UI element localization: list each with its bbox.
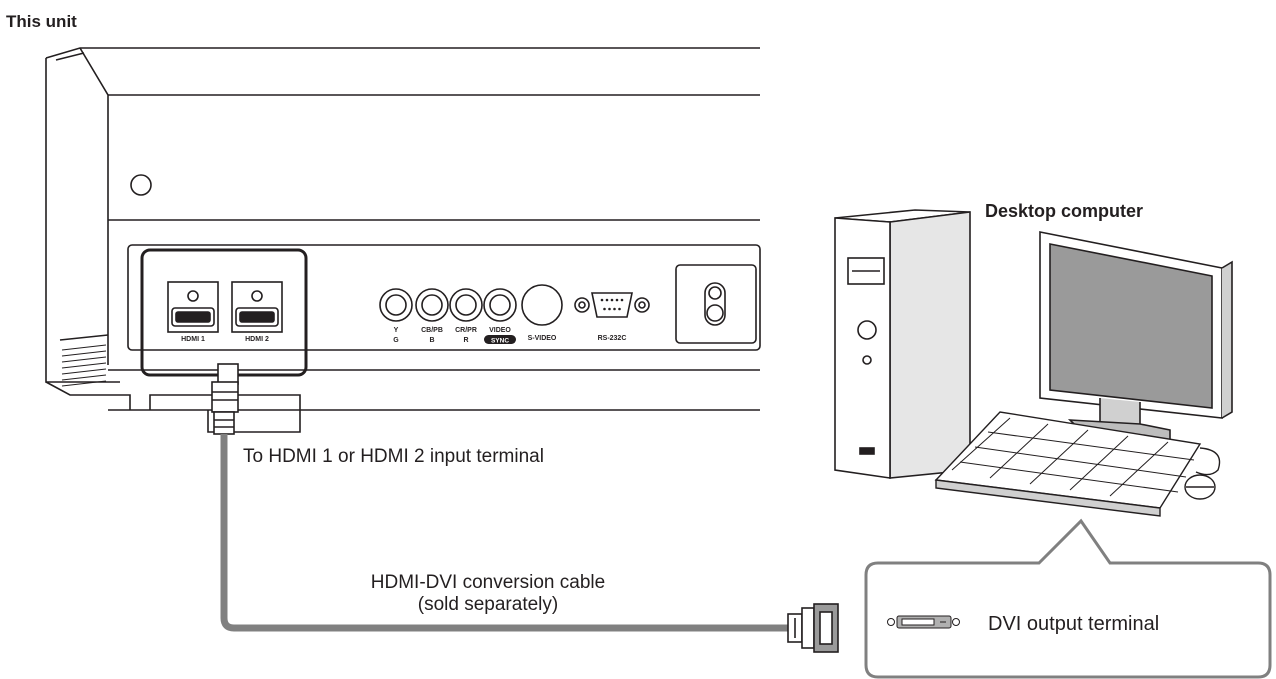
hdmi1-label: HDMI 1 — [181, 336, 205, 343]
dvi-callout — [864, 518, 1272, 679]
screw-hole — [130, 174, 152, 196]
hdmi2-label: HDMI 2 — [245, 336, 269, 343]
rs232c-label: RS-232C — [598, 335, 627, 342]
dvi-output-label: DVI output terminal — [988, 613, 1159, 635]
pc-monitor — [1039, 231, 1233, 447]
r-label: R — [463, 337, 468, 344]
sync-badge — [484, 335, 516, 344]
hdmi-input-label: To HDMI 1 or HDMI 2 input terminal — [243, 446, 544, 467]
cr-jack — [449, 288, 483, 322]
video-jack — [483, 288, 517, 322]
cb-jack — [415, 288, 449, 322]
cable-sold-label: (sold separately) — [418, 594, 558, 615]
hdmi2-port — [231, 281, 283, 333]
rs232c-port — [574, 292, 650, 318]
cr-label: CR/PR — [455, 327, 477, 334]
vent-grille — [61, 344, 107, 387]
hdmi-dvi-cable — [220, 434, 790, 632]
pc-tower — [834, 209, 971, 479]
cable-name-label: HDMI-DVI conversion cable — [371, 572, 605, 593]
s-video-jack — [521, 284, 563, 326]
y-label: Y — [394, 327, 399, 334]
pc-keyboard — [934, 411, 1202, 517]
dvi-plug — [787, 603, 839, 653]
hdmi-plug — [211, 363, 239, 435]
sync-label: SYNC — [491, 338, 509, 345]
b-label: B — [429, 337, 434, 344]
dvi-port-icon — [887, 615, 960, 629]
video-label: VIDEO — [489, 327, 511, 334]
y-jack — [379, 288, 413, 322]
g-label: G — [393, 337, 399, 344]
pc-mouse — [1184, 447, 1221, 500]
desktop-computer-title: Desktop computer — [985, 201, 1143, 221]
s-video-label: S-VIDEO — [528, 335, 557, 342]
connector-panel — [127, 244, 761, 351]
right-jack-panel — [675, 264, 757, 344]
cb-label: CB/PB — [421, 327, 443, 334]
component-jacks — [379, 284, 563, 326]
monitor-screen — [1049, 243, 1213, 409]
hdmi1-port — [167, 281, 219, 333]
this-unit-title: This unit — [6, 12, 77, 31]
